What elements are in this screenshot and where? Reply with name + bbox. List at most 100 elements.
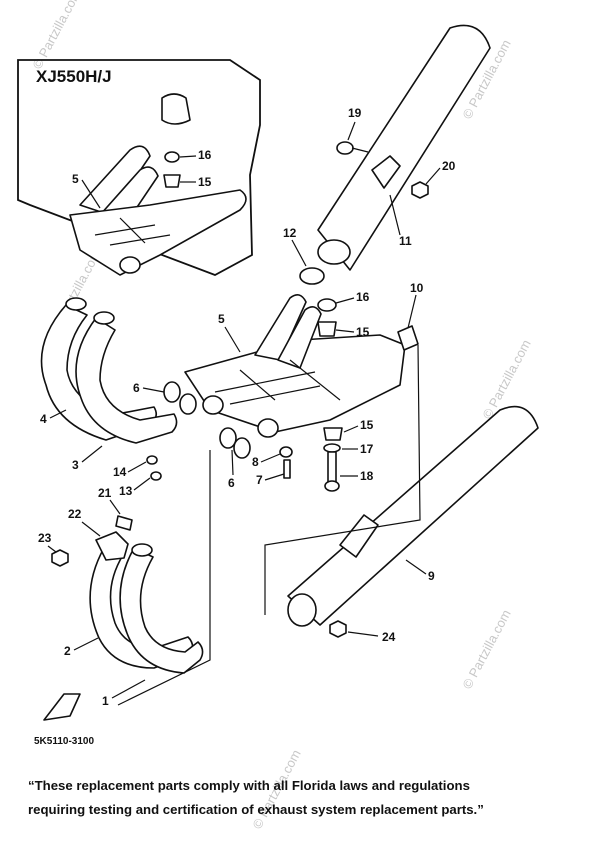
bolt-16-head [317, 298, 337, 312]
leader-12 [291, 239, 307, 267]
callout-13: 13 [119, 484, 133, 498]
bracket-22 [95, 531, 129, 561]
callout-11: 11 [399, 234, 412, 248]
leader-inset-16 [179, 155, 197, 158]
gasket-6c [219, 427, 237, 449]
nut-8 [279, 446, 293, 458]
bolt-7 [283, 459, 291, 479]
callout-labels: 19 20 11 12 10 16 15 5 4 3 6 6 8 7 15 17… [38, 106, 456, 708]
leader-24 [347, 631, 379, 637]
pipe-4-flange [65, 297, 87, 311]
diagram-code: 5K5110-3100 [34, 736, 94, 747]
leader-3 [81, 445, 103, 463]
leader-4 [49, 409, 67, 419]
bolt-18 [327, 451, 337, 483]
leader-9 [405, 559, 427, 575]
leader-22 [81, 521, 101, 537]
leader-14 [127, 461, 147, 473]
callout-4: 4 [40, 412, 47, 426]
leader-6-top [142, 387, 165, 393]
collar-15-lower [323, 427, 343, 441]
assembly-outlines [117, 344, 421, 706]
callout-7: 7 [256, 473, 263, 487]
nut-14 [146, 455, 158, 465]
collector-chamber [163, 294, 419, 492]
pipe-1-flange [131, 543, 153, 557]
leader-15-lower [343, 425, 359, 433]
watermark-bottom-right: © Partzilla.com [459, 607, 513, 691]
callout-23: 23 [38, 531, 52, 545]
callout-10: 10 [410, 281, 424, 295]
gasket-6b [179, 393, 197, 415]
muffler-right-lower [287, 405, 539, 638]
outline-left [117, 450, 211, 706]
gasket-10 [397, 325, 419, 351]
inset-chamber [69, 189, 247, 276]
compliance-note-line-2: requiring testing and certification of e… [28, 802, 484, 817]
pipe-3-flange [93, 311, 115, 325]
gasket-12 [299, 267, 325, 285]
exhaust-pipes-upper [40, 297, 178, 481]
leader-15-top [335, 329, 355, 333]
callout-9: 9 [428, 569, 435, 583]
muffler-11-outlet [317, 239, 351, 265]
leader-1 [111, 679, 146, 699]
callout-22: 22 [68, 507, 82, 521]
leader-6-bottom [231, 449, 234, 476]
callout-14: 14 [113, 465, 127, 479]
callout-12: 12 [283, 226, 297, 240]
pipe-1 [119, 547, 204, 674]
callout-inset-5: 5 [72, 172, 79, 186]
inset-panel: XJ550H/J 5 16 15 [17, 59, 261, 276]
leader-10 [407, 294, 417, 329]
callout-1: 1 [102, 694, 109, 708]
leader-2 [73, 637, 99, 651]
callout-15-top: 15 [356, 325, 370, 339]
leader-5 [224, 326, 241, 353]
pipe-3 [75, 317, 178, 444]
leader-23 [47, 545, 57, 553]
chamber-5-body [184, 334, 406, 433]
collar-15-top [317, 321, 337, 337]
muffler-9-outlet [287, 593, 317, 627]
gasket-6d [233, 437, 251, 459]
inset-collar-15 [163, 174, 181, 188]
exhaust-pipes-lower [43, 515, 204, 721]
front-marker [43, 693, 81, 721]
washer-17 [323, 443, 341, 453]
leader-20 [425, 167, 441, 185]
callout-18: 18 [360, 469, 374, 483]
muffler-right-upper [299, 24, 491, 285]
leader-16 [335, 297, 355, 304]
muffler-11-body [317, 24, 491, 271]
nut-23 [51, 549, 69, 567]
leader-8 [260, 453, 281, 463]
muffler-9-bracket [339, 514, 379, 558]
callout-6-bottom: 6 [228, 476, 235, 490]
inset-title: XJ550H/J [36, 67, 112, 86]
leader-13 [133, 477, 151, 491]
leader-inset-5 [81, 179, 101, 209]
callout-2: 2 [64, 644, 71, 658]
chamber-5-end-a [202, 395, 224, 415]
clamp-21 [115, 515, 133, 531]
leader-11 [389, 194, 401, 236]
bolt-18-head [324, 480, 340, 492]
callout-15-lower: 15 [360, 418, 374, 432]
inset-pipe-a [79, 145, 151, 216]
outline-right [264, 344, 421, 615]
callout-6-top: 6 [133, 381, 140, 395]
bolt-13 [150, 471, 162, 481]
nut-24 [329, 620, 347, 638]
nut-20 [411, 181, 429, 199]
muffler-9-body [287, 405, 539, 626]
callout-inset-16: 16 [198, 148, 212, 162]
callout-5: 5 [218, 312, 225, 326]
leader-7 [264, 473, 285, 481]
inset-grommet-top [161, 93, 191, 125]
leader-21 [109, 499, 121, 515]
callout-19: 19 [348, 106, 362, 120]
compliance-note: “These replacement parts comply with all… [28, 774, 608, 822]
chamber-5-pipe-a [254, 294, 307, 361]
bolt-19-shank [351, 147, 369, 153]
